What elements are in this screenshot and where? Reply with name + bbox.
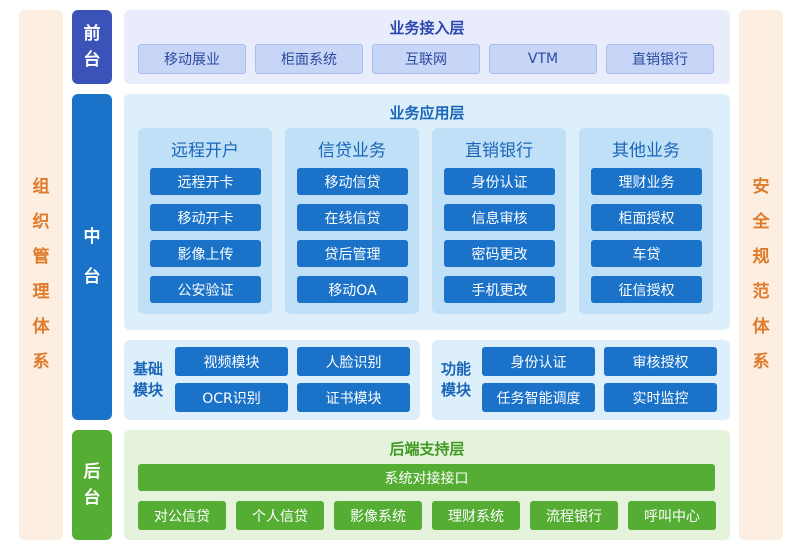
backend-layer-panel: 后端支持层 系统对接接口 对公信贷 个人信贷 影像系统 理财系统 流程银行 呼叫… xyxy=(124,430,730,540)
backend-item[interactable]: 理财系统 xyxy=(432,501,520,530)
access-item-internet[interactable]: 互联网 xyxy=(372,44,480,74)
label-line: 模块 xyxy=(133,381,164,399)
basic-item-video[interactable]: 视频模块 xyxy=(175,347,288,376)
tier-char: 台 xyxy=(83,488,101,508)
app-item[interactable]: 影像上传 xyxy=(150,240,261,267)
side-char: 全 xyxy=(752,212,770,232)
basic-module-label: 基础 模块 xyxy=(133,359,163,401)
app-item[interactable]: 车贷 xyxy=(591,240,702,267)
app-item[interactable]: 移动OA xyxy=(297,276,408,303)
system-interface-bar[interactable]: 系统对接接口 xyxy=(138,464,715,491)
basic-module-panel: 基础 模块 视频模块 人脸识别 OCR识别 证书模块 xyxy=(124,340,420,420)
side-char: 体 xyxy=(32,317,50,337)
app-item[interactable]: 密码更改 xyxy=(444,240,555,267)
side-char: 管 xyxy=(32,247,50,267)
app-group-remote-account: 远程开户 远程开卡 移动开卡 影像上传 公安验证 xyxy=(138,128,272,314)
app-group-title: 信贷业务 xyxy=(318,141,386,161)
label-line: 模块 xyxy=(441,381,472,399)
app-item[interactable]: 身份认证 xyxy=(444,168,555,195)
access-item-counter[interactable]: 柜面系统 xyxy=(255,44,363,74)
app-item[interactable]: 贷后管理 xyxy=(297,240,408,267)
app-item[interactable]: 在线信贷 xyxy=(297,204,408,231)
app-item[interactable]: 公安验证 xyxy=(150,276,261,303)
access-item-vtm[interactable]: VTM xyxy=(489,44,597,74)
basic-item-ocr[interactable]: OCR识别 xyxy=(175,383,288,412)
tier-char: 中 xyxy=(83,227,101,247)
middle-tier-label: 中 台 xyxy=(72,94,112,420)
backend-item[interactable]: 影像系统 xyxy=(334,501,422,530)
app-item[interactable]: 柜面授权 xyxy=(591,204,702,231)
application-layer-panel: 业务应用层 远程开户 远程开卡 移动开卡 影像上传 公安验证 信贷业务 移动信贷… xyxy=(124,94,730,330)
app-item[interactable]: 理财业务 xyxy=(591,168,702,195)
side-char: 系 xyxy=(32,352,50,372)
app-group-direct-bank: 直销银行 身份认证 信息审核 密码更改 手机更改 xyxy=(432,128,566,314)
backend-item[interactable]: 呼叫中心 xyxy=(628,501,716,530)
access-layer-panel: 业务接入层 移动展业 柜面系统 互联网 VTM 直销银行 xyxy=(124,10,730,84)
app-item[interactable]: 征信授权 xyxy=(591,276,702,303)
tier-char: 后 xyxy=(83,462,101,482)
back-tier-label: 后 台 xyxy=(72,430,112,540)
app-item[interactable]: 移动信贷 xyxy=(297,168,408,195)
label-line: 功能 xyxy=(441,360,472,378)
function-module-panel: 功能 模块 身份认证 审核授权 任务智能调度 实时监控 xyxy=(432,340,730,420)
access-item-direct-bank[interactable]: 直销银行 xyxy=(606,44,714,74)
app-group-title: 直销银行 xyxy=(465,141,533,161)
function-item-monitoring[interactable]: 实时监控 xyxy=(604,383,717,412)
side-char: 组 xyxy=(32,177,50,197)
app-item[interactable]: 移动开卡 xyxy=(150,204,261,231)
tier-char: 台 xyxy=(83,50,101,70)
side-char: 体 xyxy=(752,317,770,337)
side-char: 系 xyxy=(752,352,770,372)
function-item-identity[interactable]: 身份认证 xyxy=(482,347,595,376)
function-module-label: 功能 模块 xyxy=(441,359,471,401)
function-item-review[interactable]: 审核授权 xyxy=(604,347,717,376)
backend-item[interactable]: 对公信贷 xyxy=(138,501,226,530)
security-standard-side-panel: 安 全 规 范 体 系 xyxy=(739,10,783,540)
app-item[interactable]: 信息审核 xyxy=(444,204,555,231)
access-item-mobile[interactable]: 移动展业 xyxy=(138,44,246,74)
function-item-scheduling[interactable]: 任务智能调度 xyxy=(482,383,595,412)
app-item[interactable]: 远程开卡 xyxy=(150,168,261,195)
backend-item[interactable]: 流程银行 xyxy=(530,501,618,530)
side-char: 范 xyxy=(752,282,770,302)
tier-char: 台 xyxy=(83,267,101,287)
basic-item-cert[interactable]: 证书模块 xyxy=(297,383,410,412)
org-management-side-panel: 组 织 管 理 体 系 xyxy=(19,10,63,540)
app-item[interactable]: 手机更改 xyxy=(444,276,555,303)
app-group-title: 远程开户 xyxy=(171,141,239,161)
basic-item-face[interactable]: 人脸识别 xyxy=(297,347,410,376)
app-group-credit: 信贷业务 移动信贷 在线信贷 贷后管理 移动OA xyxy=(285,128,419,314)
front-tier-label: 前 台 xyxy=(72,10,112,84)
side-char: 理 xyxy=(32,282,50,302)
side-char: 安 xyxy=(752,177,770,197)
tier-char: 前 xyxy=(83,24,101,44)
label-line: 基础 xyxy=(133,360,164,378)
app-group-other: 其他业务 理财业务 柜面授权 车贷 征信授权 xyxy=(579,128,713,314)
app-group-title: 其他业务 xyxy=(612,141,680,161)
side-char: 织 xyxy=(32,212,50,232)
backend-layer-title: 后端支持层 xyxy=(389,440,465,458)
side-char: 规 xyxy=(752,247,770,267)
application-layer-title: 业务应用层 xyxy=(389,104,465,122)
backend-item[interactable]: 个人信贷 xyxy=(236,501,324,530)
access-layer-title: 业务接入层 xyxy=(389,19,465,37)
